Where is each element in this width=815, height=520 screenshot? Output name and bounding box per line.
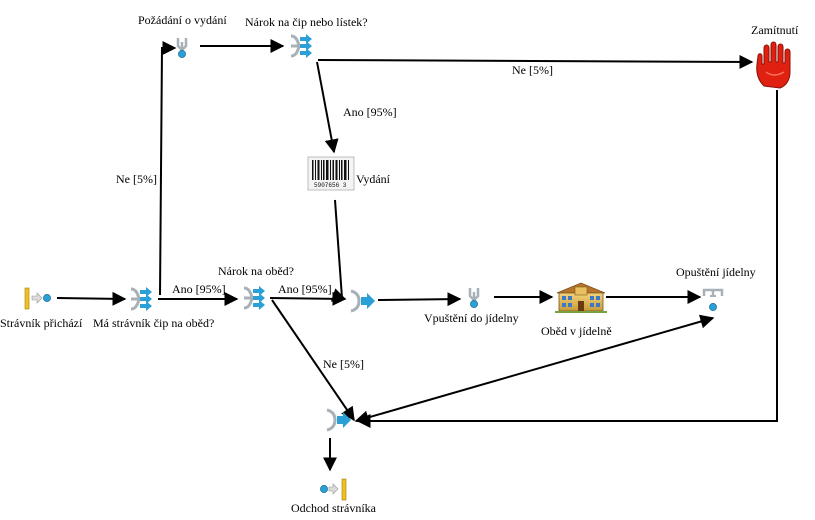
decision-chip-label: Má strávník čip na oběd? <box>93 316 214 330</box>
edge-label-chip-no: Ne [5%] <box>116 172 157 186</box>
start-event-icon <box>24 287 51 310</box>
edge-labels: Ne [5%] Ano [95%] Ne [5%] Ano [95%] Ano … <box>116 63 553 371</box>
edge-start-to-chip <box>56 291 127 306</box>
edge-issue-to-merge <box>330 199 347 302</box>
edges <box>56 39 778 472</box>
stop-hand-icon <box>756 41 791 89</box>
leave-task[interactable]: Opuštění jídelny <box>676 265 756 311</box>
reject-node[interactable]: Zamítnutí <box>751 23 799 89</box>
decision-chip[interactable]: Má strávník čip na oběd? <box>93 287 214 330</box>
edge-label-claim-yes: Ano [95%] <box>343 105 397 119</box>
start-event-label: Strávník přichází <box>0 316 83 330</box>
end-event[interactable]: Odchod strávníka <box>291 478 377 515</box>
request-task-label: Požádání o vydání <box>138 13 227 27</box>
issue-label: Vydání <box>356 172 391 186</box>
issue-task[interactable]: 5907656 3 Vydání <box>307 156 391 191</box>
edge-leave-to-final-merge <box>354 314 715 425</box>
enter-task[interactable]: Vpuštění do jídelny <box>424 288 519 325</box>
final-merge-node[interactable] <box>326 408 351 432</box>
decision-gateway-icon <box>130 287 152 311</box>
edge-claim-yes-to-issue <box>316 61 339 154</box>
merge-gateway-icon <box>350 289 375 313</box>
edge-claim-no-to-reject <box>317 54 754 69</box>
decision-claim-label: Nárok na čip nebo lístek? <box>245 15 368 29</box>
edge-chip-no-to-request <box>159 41 177 296</box>
exit-task-icon <box>702 288 724 311</box>
edge-label-meal-yes: Ano [95%] <box>278 282 332 296</box>
edge-meal-no-to-final-merge <box>271 299 355 422</box>
decision-claim[interactable]: Nárok na čip nebo lístek? <box>245 15 368 58</box>
end-event-icon <box>320 478 347 501</box>
merge-node[interactable] <box>350 289 375 313</box>
end-event-label: Odchod strávníka <box>291 501 377 515</box>
decision-gateway-icon <box>243 286 265 310</box>
edge-reject-to-final-merge <box>356 90 778 428</box>
start-event[interactable]: Strávník přichází <box>0 287 83 330</box>
edge-label-claim-no: Ne [5%] <box>512 63 553 77</box>
leave-task-label: Opuštění jídelny <box>676 265 756 279</box>
edge-merge-to-enter <box>377 292 462 307</box>
reject-label: Zamítnutí <box>751 23 799 37</box>
task-icon <box>176 38 188 58</box>
decision-gateway-icon <box>290 34 312 58</box>
enter-task-label: Vpuštění do jídelny <box>424 311 519 325</box>
lunch-task[interactable]: Oběd v jídelně <box>541 282 612 338</box>
decision-meal-label: Nárok na oběd? <box>218 264 294 278</box>
barcode-icon: 5907656 3 <box>307 156 355 191</box>
lunch-task-label: Oběd v jídelně <box>541 324 612 338</box>
decision-meal[interactable]: Nárok na oběd? <box>218 264 294 310</box>
request-task[interactable]: Požádání o vydání <box>138 13 227 58</box>
edge-label-chip-yes: Ano [95%] <box>172 282 226 296</box>
barcode-digits: 5907656 3 <box>314 182 347 189</box>
edge-meal-yes-to-merge <box>269 291 347 306</box>
task-icon <box>468 288 480 308</box>
merge-gateway-icon <box>326 408 351 432</box>
canteen-building-icon <box>555 282 607 313</box>
edge-label-meal-no: Ne [5%] <box>323 357 364 371</box>
